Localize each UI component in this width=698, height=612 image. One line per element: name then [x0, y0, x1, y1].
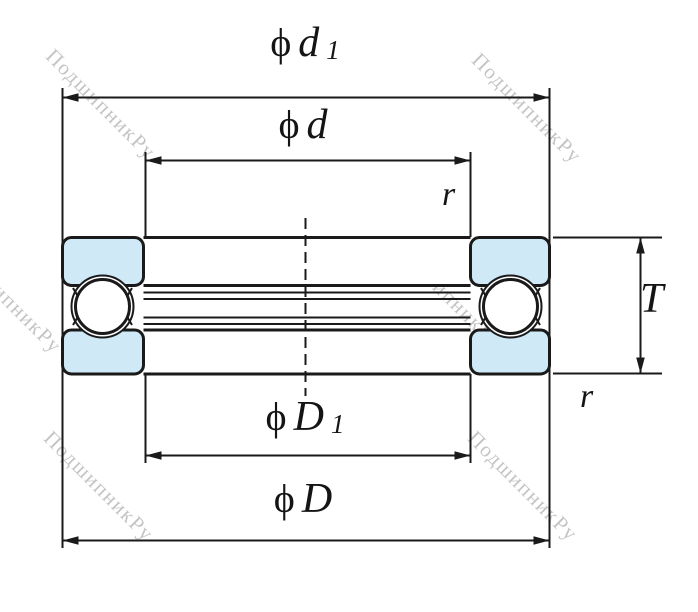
extension-lines: [61, 88, 662, 548]
ball-right: [482, 278, 539, 335]
dim-subscript: 1: [330, 409, 345, 439]
dim-label-D1: ϕ D 1: [266, 396, 345, 438]
dim-label-d: ϕ d: [278, 104, 327, 146]
dimension-lines: [62, 93, 645, 545]
phi-symbol: ϕ: [273, 476, 295, 521]
phi-symbol: ϕ: [270, 20, 292, 65]
dim-letter: d: [306, 102, 328, 148]
dim-label-D: ϕ D: [274, 478, 332, 520]
dim-letter: D: [301, 476, 333, 522]
washer-front-bands: [143, 237, 471, 374]
bearing-balls: [74, 278, 539, 335]
washer-edges: [143, 236, 471, 376]
dim-label-T: T: [640, 278, 663, 320]
dim-subscript: 1: [326, 35, 340, 65]
dim-label-r-top: r: [442, 178, 455, 212]
ball-left: [74, 278, 131, 335]
dim-letter: r: [442, 176, 456, 213]
dim-letter: r: [580, 378, 594, 415]
dim-label-d1: ϕ d 1: [270, 22, 340, 64]
dim-letter: d: [298, 20, 320, 66]
phi-symbol: ϕ: [265, 394, 287, 439]
phi-symbol: ϕ: [278, 102, 300, 147]
dim-letter: D: [293, 394, 324, 440]
dim-label-r-right: r: [580, 380, 593, 414]
dim-letter: T: [640, 276, 664, 322]
